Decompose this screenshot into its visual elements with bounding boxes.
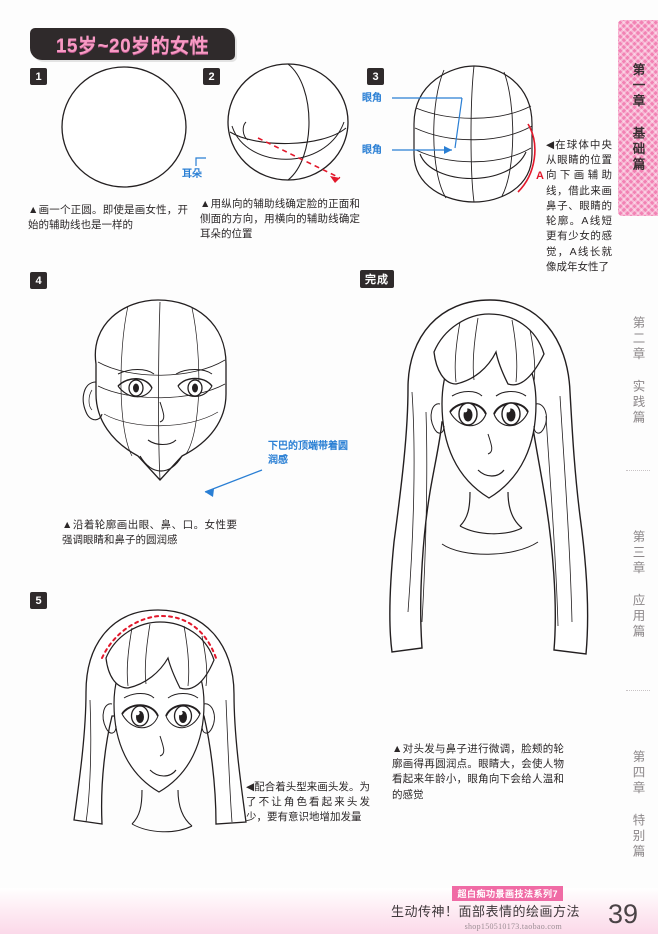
step-badge-2: 2 [203, 68, 220, 85]
final-illustration [382, 292, 597, 732]
final-caption: ▲对头发与鼻子进行微调，脸颊的轮廓画得再圆润点。眼睛大，会使人物看起来年龄小，眼… [392, 743, 564, 801]
step-3-caption: ◀在球体中央从眼睛的位置向下画辅助线，借此来画鼻子、眼睛的轮廓。A线短更有少女的… [546, 139, 612, 273]
step-badge-3: 3 [367, 68, 384, 85]
page-title-banner: 15岁~20岁的女性 [30, 28, 235, 60]
step-1-caption: ▲画一个正圆。即使是画女性，开始的辅助线也是一样的 [28, 204, 188, 232]
page-title: 15岁~20岁的女性 [55, 35, 210, 57]
shop-url: shop150510173.taobao.com [464, 922, 562, 931]
step-badge-1: 1 [30, 68, 47, 85]
label-chin-roundness: 下巴的顶端带着圆润感 [268, 441, 348, 466]
step-2-illustration [222, 60, 382, 195]
step-1-illustration [52, 62, 202, 192]
chapter-rail: 第一章 基础篇 第二章 实践篇 第三章 应用篇 第四章 特别篇 [615, 0, 658, 904]
chapter-tab-2[interactable]: 第二章 实践篇 [630, 316, 645, 426]
step-4-caption: ▲沿着轮廓画出眼、鼻、口。女性要强调眼睛和鼻子的圆润感 [62, 519, 237, 547]
label-eye-corner-bottom: 眼角 [362, 145, 382, 156]
step-badge-final: 完成 [360, 270, 394, 288]
page-footer: 超白痴功景画技法系列7 生动传神！面部表情的绘画方法 shop150510173… [0, 886, 658, 934]
step-4-illustration [60, 290, 260, 505]
step-2-caption: ▲用纵向的辅助线确定脸的正面和侧面的方向，用横向的辅助线确定耳朵的位置 [200, 198, 360, 241]
series-band: 超白痴功景画技法系列7 [452, 886, 563, 901]
step-3-illustration [400, 62, 565, 212]
label-ear: 耳朵 [182, 169, 202, 180]
step-5-caption: ◀配合着头型来画头发。为了不让角色看起来头发少，要有意识地增加发量 [246, 781, 370, 824]
page-number: 39 [607, 899, 638, 929]
book-title: 生动传神！面部表情的绘画方法 [390, 904, 580, 919]
label-eye-corner-top: 眼角 [362, 93, 382, 104]
step-badge-5: 5 [30, 592, 47, 609]
step-badge-4: 4 [30, 272, 47, 289]
chapter-tab-1[interactable]: 第一章 基础篇 [618, 20, 658, 216]
label-a-line: A [536, 170, 544, 182]
chapter-tab-3[interactable]: 第三章 应用篇 [630, 530, 645, 640]
step-5-illustration [58, 600, 263, 850]
chapter-tab-4[interactable]: 第四章 特别篇 [630, 750, 645, 860]
